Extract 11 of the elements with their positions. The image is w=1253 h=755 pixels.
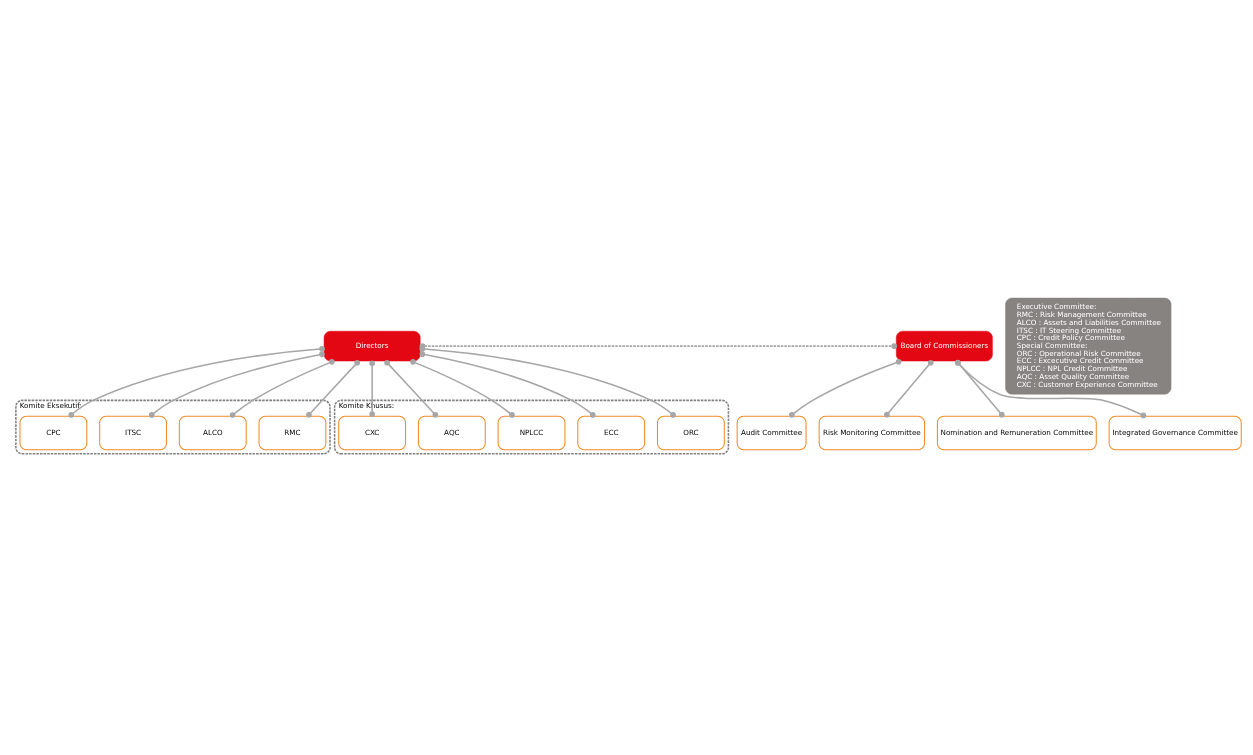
connector [306,359,361,418]
connector [369,359,375,417]
connector [384,359,439,418]
connector [419,350,596,418]
connector [884,359,934,417]
connector [789,358,902,418]
connector [229,358,335,418]
connector [148,350,325,418]
connector [68,345,325,418]
connector [419,345,676,418]
connector [410,358,515,418]
